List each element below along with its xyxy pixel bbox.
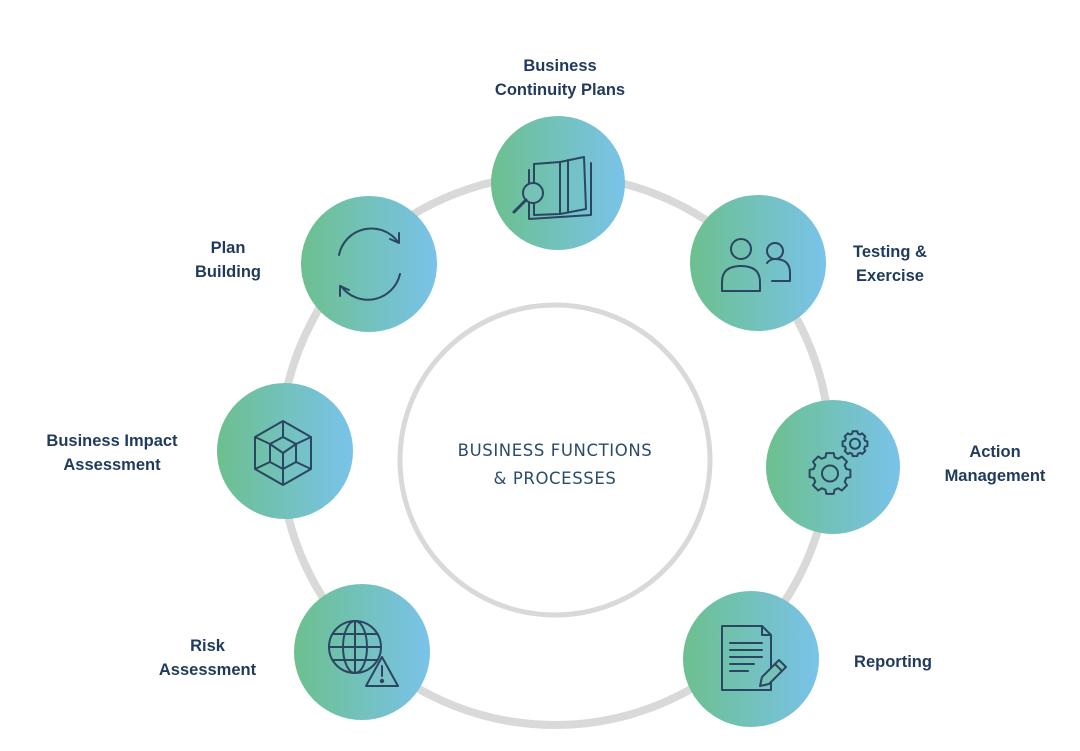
node-business-continuity-plans[interactable]: [491, 116, 625, 250]
center-label: BUSINESS FUNCTIONS & PROCESSES: [405, 437, 705, 493]
cube-icon: [254, 420, 312, 486]
label-line: Building: [195, 263, 261, 281]
label-business-impact-assessment: Business Impact Assessment: [22, 429, 202, 477]
people-icon: [721, 238, 791, 292]
node-circle-risk-assessment: [294, 584, 430, 720]
label-line: Assessment: [158, 661, 257, 679]
node-circle-testing-exercise: [690, 195, 826, 331]
label-line: Action: [969, 443, 1021, 461]
label-line: Business: [523, 57, 597, 75]
label-line: Management: [944, 467, 1046, 485]
node-risk-assessment[interactable]: [294, 584, 430, 720]
inner-ring: [397, 302, 713, 618]
label-line: Risk: [190, 637, 225, 655]
node-business-impact-assessment[interactable]: [217, 383, 353, 519]
label-line: Testing &: [853, 243, 927, 261]
label-line: Assessment: [63, 456, 161, 474]
label-line: Business Impact: [46, 432, 178, 450]
center-label-line2: & PROCESSES: [493, 469, 617, 488]
node-circle-business-continuity-plans: [491, 116, 625, 250]
node-reporting[interactable]: [683, 591, 819, 727]
refresh-arrows-icon: [338, 227, 401, 301]
document-pen-icon: [721, 625, 787, 691]
label-line: Plan: [210, 239, 246, 257]
center-label-line1: BUSINESS FUNCTIONS: [457, 441, 653, 460]
node-action-management[interactable]: [766, 400, 900, 534]
label-action-management: Action Management: [920, 440, 1070, 488]
label-reporting: Reporting: [838, 650, 948, 674]
label-plan-building: Plan Building: [178, 236, 278, 284]
label-business-continuity-plans: Business Continuity Plans: [470, 54, 650, 102]
book-magnifier-icon: [512, 156, 592, 220]
label-line: Reporting: [854, 653, 932, 671]
node-plan-building[interactable]: [301, 196, 437, 332]
globe-warning-icon: [328, 620, 399, 687]
label-risk-assessment: Risk Assessment: [140, 634, 275, 682]
label-testing-exercise: Testing & Exercise: [840, 240, 940, 288]
label-line: Continuity Plans: [494, 81, 626, 99]
node-circle-plan-building: [301, 196, 437, 332]
label-line: Exercise: [856, 267, 924, 285]
node-circle-reporting: [683, 591, 819, 727]
node-testing-exercise[interactable]: [690, 195, 826, 331]
gears-icon: [808, 430, 869, 495]
